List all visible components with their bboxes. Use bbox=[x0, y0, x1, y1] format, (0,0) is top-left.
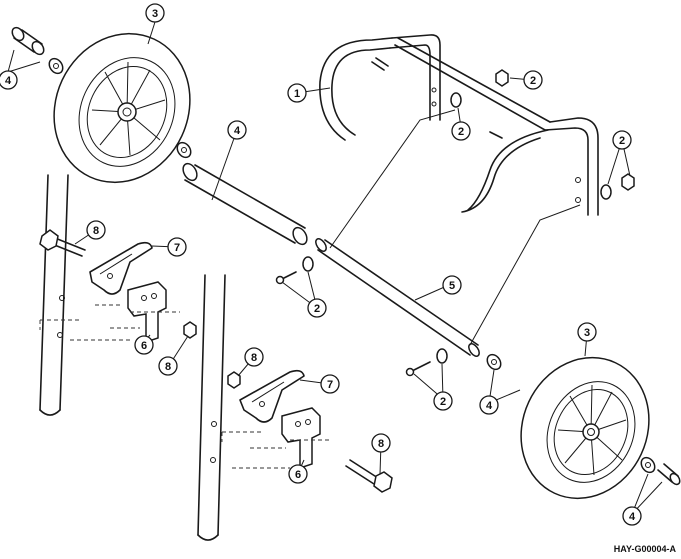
figure-reference: HAY-G00004-A bbox=[614, 544, 677, 554]
svg-text:4: 4 bbox=[234, 125, 241, 137]
callout-4-top-left: 4 bbox=[0, 70, 18, 90]
right-wheel bbox=[520, 356, 650, 500]
svg-text:8: 8 bbox=[165, 361, 171, 373]
callout-1: 1 bbox=[287, 83, 307, 103]
left-hub-bracket-assembly bbox=[39, 229, 197, 344]
callout-7-right: 7 bbox=[320, 374, 340, 394]
callout-5: 5 bbox=[442, 275, 462, 295]
right-axle-washer bbox=[486, 353, 502, 371]
callout-8-right-nut: 8 bbox=[244, 347, 264, 367]
svg-text:7: 7 bbox=[174, 242, 180, 254]
right-hub-bracket-assembly bbox=[221, 369, 393, 493]
callout-8-right-bolt: 8 bbox=[371, 433, 391, 453]
svg-text:8: 8 bbox=[251, 352, 257, 364]
svg-text:7: 7 bbox=[327, 379, 333, 391]
callout-2-right-bolt: 2 bbox=[433, 391, 453, 411]
left-wheel bbox=[53, 32, 191, 184]
svg-text:2: 2 bbox=[458, 126, 464, 138]
callout-2-top: 2 bbox=[523, 70, 543, 90]
svg-text:1: 1 bbox=[294, 88, 300, 100]
handle-frame bbox=[319, 34, 599, 216]
callout-6-right: 6 bbox=[288, 464, 308, 484]
svg-text:8: 8 bbox=[378, 438, 384, 450]
left-axle-washer bbox=[176, 141, 192, 159]
svg-text:4: 4 bbox=[486, 400, 493, 412]
callout-3-top-left: 3 bbox=[145, 3, 165, 23]
callout-7-left: 7 bbox=[167, 237, 187, 257]
left-axle-cap bbox=[11, 26, 64, 75]
svg-text:6: 6 bbox=[141, 340, 147, 352]
svg-text:3: 3 bbox=[584, 327, 590, 339]
callout-2-left-bolt: 2 bbox=[307, 298, 327, 318]
svg-text:2: 2 bbox=[440, 396, 446, 408]
callout-4-tube: 4 bbox=[227, 120, 247, 140]
svg-text:4: 4 bbox=[5, 75, 12, 87]
assembly-leader-left bbox=[329, 109, 456, 249]
axle-rod bbox=[315, 238, 480, 357]
axle-spacer-tube bbox=[182, 162, 308, 246]
assembly-leader-right bbox=[469, 204, 581, 346]
right-axle-cap bbox=[640, 456, 681, 486]
svg-text:5: 5 bbox=[449, 280, 455, 292]
nuts-washers bbox=[275, 69, 635, 377]
callout-2-right: 2 bbox=[612, 130, 632, 150]
callout-6-left: 6 bbox=[134, 335, 154, 355]
callout-8-left: 8 bbox=[86, 220, 106, 240]
svg-text:2: 2 bbox=[530, 75, 536, 87]
callout-3-right: 3 bbox=[577, 322, 597, 342]
callout-4-right-washer: 4 bbox=[479, 395, 499, 415]
left-upright-post bbox=[39, 174, 69, 416]
callout-2-center: 2 bbox=[451, 121, 471, 141]
svg-text:6: 6 bbox=[295, 469, 301, 481]
svg-text:2: 2 bbox=[619, 135, 625, 147]
svg-text:2: 2 bbox=[314, 303, 320, 315]
middle-upright-post bbox=[197, 274, 226, 541]
svg-text:4: 4 bbox=[629, 511, 636, 523]
svg-text:3: 3 bbox=[152, 8, 158, 20]
callout-8-left-nut: 8 bbox=[158, 356, 178, 376]
callout-4-bottom-right: 4 bbox=[622, 506, 642, 526]
svg-text:8: 8 bbox=[93, 225, 99, 237]
